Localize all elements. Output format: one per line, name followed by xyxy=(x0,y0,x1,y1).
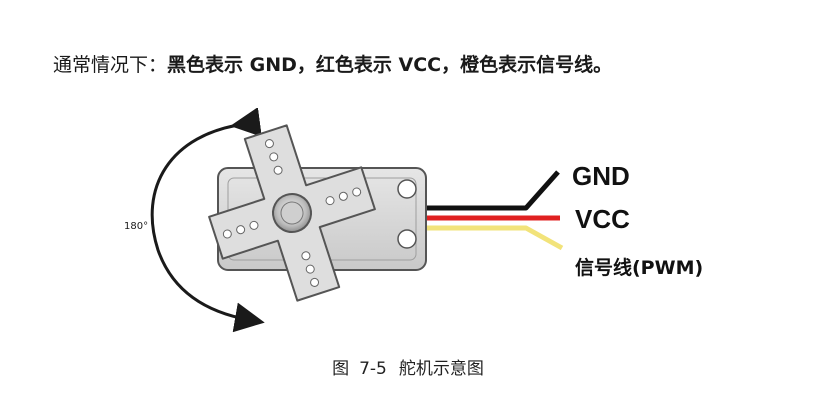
caption-number: 7-5 xyxy=(359,359,387,379)
intro-paragraph: 通常情况下：黑色表示 GND，红色表示 VCC，橙色表示信号线。 xyxy=(53,52,612,78)
signal-wire xyxy=(418,225,564,251)
gnd-wire xyxy=(418,170,560,211)
servo-wires xyxy=(418,170,564,251)
angle-label: 180° xyxy=(124,221,148,232)
intro-statement: 黑色表示 GND，红色表示 VCC，橙色表示信号线。 xyxy=(167,54,613,76)
servo-diagram: 180° xyxy=(124,108,703,333)
rotation-arrow xyxy=(150,108,265,333)
intro-lead: 通常情况下： xyxy=(53,54,168,76)
vcc-label: VCC xyxy=(575,204,630,234)
caption-prefix: 图 xyxy=(332,359,350,379)
signal-label: 信号线(PWM) xyxy=(575,256,703,279)
servo-horn xyxy=(208,124,376,302)
servo-figure: 180° xyxy=(100,108,760,338)
figure-caption: 图 7-5 舵机示意图 xyxy=(0,357,816,381)
caption-title: 舵机示意图 xyxy=(398,359,484,379)
gnd-label: GND xyxy=(572,161,630,191)
